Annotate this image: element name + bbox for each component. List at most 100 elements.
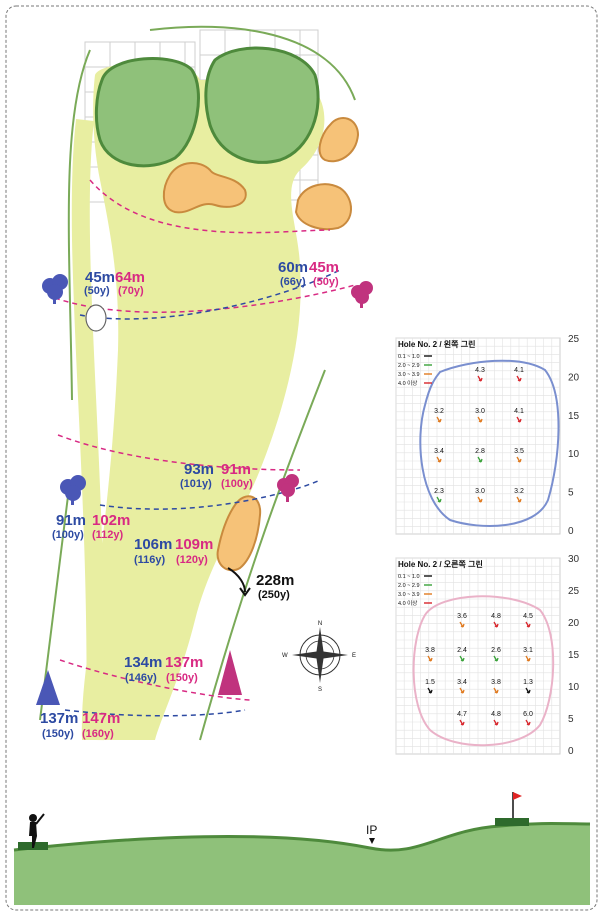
- green-box: [495, 818, 529, 826]
- distance-yards: (101y): [180, 478, 212, 490]
- slope-value: 3.6: [457, 613, 467, 620]
- slope-arrow-icon: [436, 416, 442, 423]
- slope-value: 3.2: [514, 488, 524, 495]
- slope-value: 4.3: [475, 367, 485, 374]
- distance-meters: 91m: [56, 512, 86, 529]
- legend-label: 4.0 이상: [398, 379, 417, 387]
- distance-meters-alt: 109m: [175, 536, 213, 553]
- slope-value: 3.8: [425, 647, 435, 654]
- slope-arrow-icon: [516, 456, 522, 463]
- tree-line-right: [199, 369, 326, 741]
- tee-shot-distance: 228m: [256, 572, 294, 589]
- slope-arrow-icon: [477, 456, 483, 463]
- slope-value: 3.4: [457, 679, 467, 686]
- slope-value: 2.6: [491, 647, 501, 654]
- arc-blue-2: [99, 479, 321, 510]
- slope-value: 2.4: [457, 647, 467, 654]
- slope-arrow-icon: [516, 416, 522, 423]
- distance-yards-alt: (50y): [313, 276, 339, 288]
- compass-west: W: [282, 653, 288, 659]
- slope-value: 4.8: [491, 711, 501, 718]
- slope-value: 1.5: [425, 679, 435, 686]
- slope-arrow-icon: [525, 621, 531, 628]
- slope-arrow-icon: [493, 621, 499, 628]
- legend-label: 2.0 ~ 2.9: [398, 363, 420, 369]
- distance-meters-alt: 147m: [82, 710, 120, 727]
- slope-arrow-icon: [459, 687, 465, 694]
- left-green-title: Hole No. 2 / 왼쪽 그린: [398, 339, 475, 349]
- bunker-front: [162, 162, 247, 214]
- tree-icon: [218, 650, 242, 695]
- slope-value: 4.1: [514, 408, 524, 415]
- slope-arrow-icon: [459, 719, 465, 726]
- slope-value: 4.8: [491, 613, 501, 620]
- y-tick-label: 10: [568, 449, 580, 460]
- distance-yards: (66y): [280, 276, 306, 288]
- slope-arrow-icon: [493, 655, 499, 662]
- arrow-head-icon: [239, 587, 251, 597]
- tree-icon: [42, 274, 68, 304]
- page-border: [5, 5, 598, 911]
- left-green-legend: 0.1 ~ 1.0 2.0 ~ 2.9 3.0 ~ 3.94.0 이상: [398, 354, 432, 387]
- right-green: [204, 46, 320, 164]
- distance-yards: (100y): [52, 529, 84, 541]
- slope-arrow-icon: [525, 687, 531, 694]
- distance-yards: (50y): [84, 285, 110, 297]
- distance-yards: (146y): [125, 672, 157, 684]
- left-green: [94, 57, 200, 168]
- slope-value: 2.8: [475, 448, 485, 455]
- ip-label: IP: [366, 823, 377, 837]
- slope-arrow-icon: [427, 687, 433, 694]
- slope-arrow-icon: [477, 496, 483, 503]
- slope-value: 4.7: [457, 711, 467, 718]
- compass-icon: N S E W: [282, 621, 356, 693]
- elevation-profile: IP: [13, 792, 591, 905]
- arc-pink-3: [59, 659, 251, 701]
- ip-marker-icon: [369, 838, 375, 844]
- legend-label: 3.0 ~ 3.9: [398, 372, 420, 378]
- arc-100: [89, 179, 331, 234]
- target-marker: [85, 304, 107, 332]
- y-tick-label: 15: [568, 411, 580, 422]
- y-tick-label: 20: [568, 372, 580, 383]
- distance-yards-alt: (112y): [92, 529, 124, 541]
- y-tick-label: 30: [568, 554, 580, 565]
- slope-arrow-icon: [493, 687, 499, 694]
- legend-label: 0.1 ~ 1.0: [398, 354, 420, 360]
- slope-value: 3.5: [514, 448, 524, 455]
- arc-blue-1: [79, 269, 341, 320]
- distance-meters: 45m: [85, 269, 115, 286]
- y-tick-label: 0: [568, 526, 574, 537]
- slope-arrow-icon: [459, 621, 465, 628]
- legend-label: 2.0 ~ 2.9: [398, 583, 420, 589]
- bunker-fairway: [216, 495, 262, 572]
- golfer-icon: [29, 813, 45, 848]
- profile-line: [13, 822, 591, 852]
- slope-arrow-icon: [477, 375, 483, 382]
- y-tick-label: 5: [568, 714, 574, 725]
- slope-arrow-icon: [477, 416, 483, 423]
- distance-yards-alt: (150y): [166, 672, 198, 684]
- fairway: [81, 62, 325, 740]
- slope-value: 6.0: [523, 711, 533, 718]
- slope-value: 3.2: [434, 408, 444, 415]
- flag-icon: [513, 792, 522, 800]
- distance-yards: (116y): [134, 554, 166, 566]
- y-tick-label: 25: [568, 334, 580, 345]
- arc-blue-3: [64, 709, 246, 717]
- distance-meters: 60m: [278, 259, 308, 276]
- slope-value: 4.5: [523, 613, 533, 620]
- compass-north: N: [318, 621, 322, 627]
- y-tick-label: 25: [568, 586, 580, 597]
- distance-meters: 93m: [184, 461, 214, 478]
- right-green-legend: 0.1 ~ 1.02.0 ~ 2.93.0 ~ 3.94.0 이상: [398, 574, 432, 607]
- compass-east: E: [352, 653, 356, 659]
- slope-value: 3.1: [523, 647, 533, 654]
- tree-icon: [351, 281, 373, 308]
- distance-yards-alt: (70y): [118, 285, 144, 297]
